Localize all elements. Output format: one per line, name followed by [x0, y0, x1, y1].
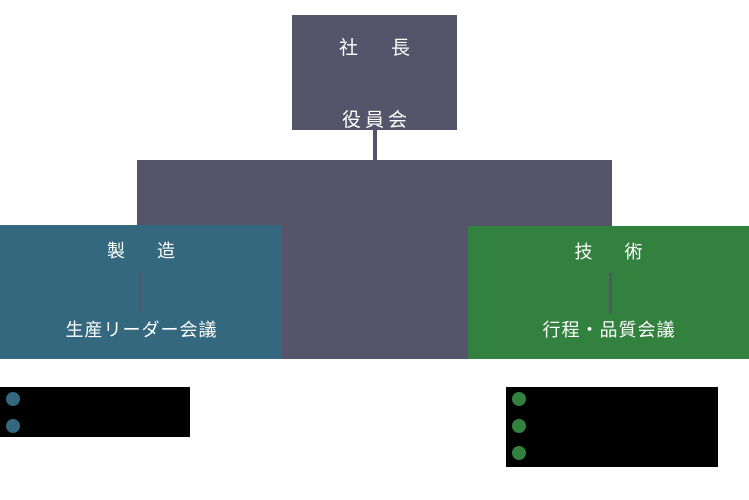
node-executive[interactable]: 社 長 役員会 [292, 15, 457, 131]
node-manufacturing-divider [139, 272, 142, 312]
bullet-dot-icon [512, 446, 526, 460]
node-manufacturing[interactable]: 製 造 生産リーダー会議 [0, 225, 282, 359]
node-executive-title: 社 長 [338, 37, 417, 59]
list-item [506, 414, 718, 441]
list-item [0, 387, 190, 414]
bullet-dot-icon [512, 419, 526, 433]
node-executive-subtitle: 役員会 [341, 109, 411, 131]
connector-executive-to-middle [373, 130, 377, 161]
node-manufacturing-title: 製 造 [107, 241, 182, 262]
note-panel-engineering [506, 387, 718, 467]
list-item [506, 441, 718, 468]
bullet-dot-icon [6, 392, 20, 406]
list-item [0, 414, 190, 441]
node-engineering-title: 技 術 [574, 242, 650, 263]
note-panel-manufacturing [0, 387, 190, 437]
node-engineering-divider [609, 273, 612, 313]
bullet-dot-icon [512, 392, 526, 406]
bullet-dot-icon [6, 419, 20, 433]
node-engineering-subtitle: 行程・品質会議 [542, 320, 676, 341]
node-engineering[interactable]: 技 術 行程・品質会議 [468, 226, 749, 359]
node-manufacturing-subtitle: 生産リーダー会議 [65, 320, 218, 341]
node-center-column[interactable] [282, 160, 468, 359]
list-item [506, 387, 718, 414]
